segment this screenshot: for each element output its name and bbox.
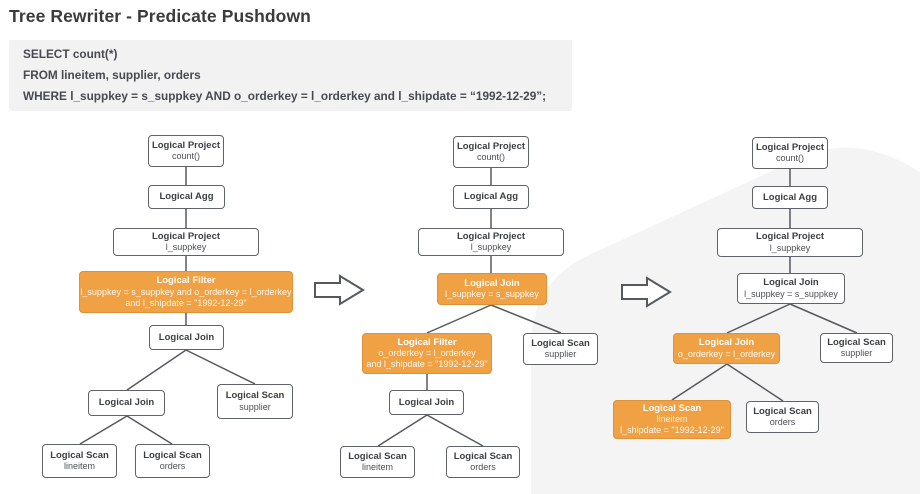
node-title: Logical Scan <box>348 450 407 462</box>
node-detail: l_suppkey = s_suppkey and o_orderkey = l… <box>80 286 292 297</box>
tree1-node-logical-join-lower: Logical Join <box>88 390 165 416</box>
node-detail: count() <box>476 152 505 163</box>
tree3-node-logical-scan-orders: Logical Scan orders <box>746 401 819 433</box>
tree2-node-logical-agg: Logical Agg <box>453 185 529 209</box>
node-detail: count() <box>775 153 804 164</box>
tree3-edges <box>671 169 858 402</box>
node-title: Logical Scan <box>753 405 812 417</box>
tree2-node-logical-project-count: Logical Project count() <box>453 136 529 168</box>
node-title: Logical Project <box>755 231 825 243</box>
tree1-node-logical-filter: Logical Filter l_suppkey = s_suppkey and… <box>79 271 293 313</box>
node-title: Logical Scan <box>453 450 513 462</box>
node-title: Logical Scan <box>827 336 886 348</box>
node-title: Logical Project <box>151 230 221 242</box>
node-title: Logical Scan <box>531 337 590 349</box>
node-detail: l_suppkey = s_suppkey <box>445 289 539 300</box>
node-title: Logical Join <box>464 277 520 289</box>
tree3-node-logical-agg: Logical Agg <box>752 186 828 209</box>
node-detail: and l_shipdate = "1992-12-29" <box>125 297 247 308</box>
node-title: Logical Agg <box>762 191 817 203</box>
node-title: Logical Project <box>456 230 526 242</box>
tree1-node-logical-scan-supplier: Logical Scan supplier <box>217 384 293 419</box>
tree3-node-logical-project-suppkey: Logical Project l_suppkey <box>717 228 863 257</box>
sql-query-block: SELECT count(*) FROM lineitem, supplier,… <box>9 40 572 111</box>
node-detail: l_suppkey <box>470 242 512 253</box>
tree2-node-logical-join-highlight: Logical Join l_suppkey = s_suppkey <box>437 273 547 305</box>
node-detail: orders <box>769 417 796 428</box>
tree3-node-logical-scan-supplier: Logical Scan supplier <box>820 333 893 363</box>
node-title: Logical Agg <box>159 191 214 203</box>
tree3-node-logical-join-orderkey: Logical Join o_orderkey = l_orderkey <box>673 333 780 364</box>
node-title: Logical Project <box>151 139 221 151</box>
node-title: Logical Join <box>763 277 819 289</box>
sql-where-line: WHERE l_suppkey = s_suppkey AND o_orderk… <box>23 88 547 103</box>
transform-arrow-2-icon <box>621 276 672 308</box>
node-title: Logical Filter <box>397 336 457 348</box>
tree1-node-logical-project-suppkey: Logical Project l_suppkey <box>113 228 259 256</box>
page-title: Tree Rewriter - Predicate Pushdown <box>9 6 311 26</box>
node-detail: and l_shipdate = "1992-12-29" <box>366 359 488 370</box>
node-detail: l_suppkey <box>769 242 811 253</box>
node-detail: lineitem <box>361 462 393 473</box>
tree1-node-logical-scan-lineitem: Logical Scan lineitem <box>42 444 117 478</box>
tree2-node-logical-join-lower: Logical Join <box>389 390 464 415</box>
tree2-edges <box>377 168 562 447</box>
tree2-node-logical-project-suppkey: Logical Project l_suppkey <box>418 228 564 256</box>
node-detail: orders <box>159 461 186 472</box>
node-title: Logical Join <box>398 396 455 408</box>
node-detail: l_shipdate = "1992-12-29" <box>620 425 724 436</box>
tree3-node-logical-join-suppkey: Logical Join l_suppkey = s_suppkey <box>737 273 845 304</box>
tree1-node-logical-project-count: Logical Project count() <box>148 135 224 167</box>
tree1-node-logical-join-top: Logical Join <box>149 325 224 350</box>
node-title: Logical Scan <box>225 390 285 402</box>
transform-arrow-1-icon <box>314 274 365 306</box>
sql-from-line: FROM lineitem, supplier, orders <box>23 67 201 82</box>
node-title: Logical Scan <box>50 449 109 461</box>
tree2-node-logical-scan-supplier: Logical Scan supplier <box>523 333 598 365</box>
node-detail: supplier <box>544 349 577 360</box>
node-detail: o_orderkey = l_orderkey <box>677 348 776 359</box>
node-title: Logical Project <box>755 141 825 153</box>
node-detail: o_orderkey = l_orderkey <box>378 348 476 359</box>
swoosh-background-shape <box>531 147 920 494</box>
node-title: Logical Project <box>456 140 526 152</box>
node-title: Logical Scan <box>642 402 702 414</box>
tree2-node-logical-filter: Logical Filter o_orderkey = l_orderkey a… <box>362 333 492 374</box>
node-detail: l_suppkey <box>165 242 207 253</box>
tree1-node-logical-scan-orders: Logical Scan orders <box>135 444 210 478</box>
node-title: Logical Filter <box>156 275 216 287</box>
tree2-node-logical-scan-orders: Logical Scan orders <box>446 446 520 478</box>
tree1-node-logical-agg: Logical Agg <box>148 185 225 209</box>
node-detail: supplier <box>239 401 271 412</box>
node-detail: orders <box>470 462 496 473</box>
node-title: Logical Scan <box>143 449 202 461</box>
node-detail: lineitem <box>656 414 688 425</box>
node-detail: l_suppkey = s_suppkey <box>744 288 838 299</box>
node-title: Logical Join <box>158 331 215 343</box>
tree2-node-logical-scan-lineitem: Logical Scan lineitem <box>340 446 415 478</box>
node-detail: count() <box>171 151 200 162</box>
node-title: Logical Join <box>698 337 755 349</box>
sql-select-line: SELECT count(*) <box>23 46 118 61</box>
tree3-node-logical-project-count: Logical Project count() <box>752 137 828 169</box>
node-title: Logical Agg <box>463 191 518 203</box>
node-title: Logical Join <box>98 397 155 409</box>
node-detail: lineitem <box>63 461 95 472</box>
tree3-node-logical-scan-lineitem: Logical Scan lineitem l_shipdate = "1992… <box>613 400 731 439</box>
node-detail: supplier <box>840 348 873 359</box>
tree1-edges <box>79 167 256 445</box>
